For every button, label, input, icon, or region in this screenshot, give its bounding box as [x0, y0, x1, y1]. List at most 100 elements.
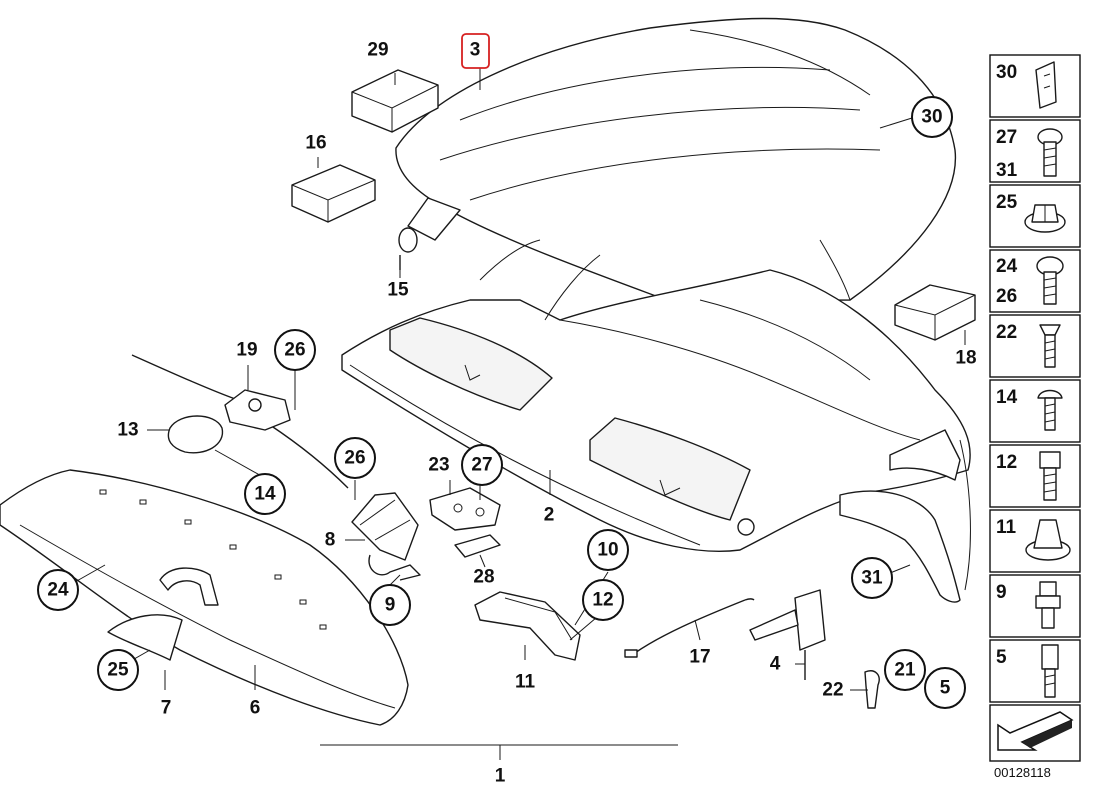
- grommet-part-13: [167, 415, 224, 454]
- callout-21[interactable]: 22: [822, 680, 843, 701]
- svg-text:12: 12: [996, 452, 1017, 473]
- callout-18[interactable]: 18: [955, 348, 976, 369]
- callout-26-upper[interactable]: 26: [274, 329, 316, 371]
- callout-3[interactable]: 3: [470, 40, 481, 61]
- callout-11[interactable]: 10: [587, 529, 629, 571]
- callout-12[interactable]: 12: [582, 579, 624, 621]
- svg-text:30: 30: [996, 62, 1017, 83]
- foam-pad-part-16: [291, 164, 376, 223]
- callout-27[interactable]: 27: [461, 444, 503, 486]
- callout-9[interactable]: 9: [369, 584, 411, 626]
- panel-row-30[interactable]: 30: [989, 54, 1081, 118]
- callout-26-lower[interactable]: 26: [334, 437, 376, 479]
- panel-row-12[interactable]: 12: [989, 444, 1081, 508]
- foam-pad-part-18: [894, 284, 976, 341]
- callout-19[interactable]: 19: [236, 340, 257, 361]
- callout-31[interactable]: 31: [851, 557, 893, 599]
- svg-text:11: 11: [996, 517, 1017, 538]
- countersunk-screw-icon: [1039, 324, 1061, 368]
- cover-cap-part-7: [107, 614, 183, 661]
- callout-17[interactable]: 17: [689, 647, 710, 668]
- panel-row-14[interactable]: 14: [989, 379, 1081, 443]
- svg-text:14: 14: [254, 484, 276, 505]
- panel-row-27-31[interactable]: 27 31: [989, 119, 1081, 183]
- latch-plate-part-23: [429, 487, 501, 531]
- svg-text:9: 9: [996, 582, 1007, 603]
- svg-text:27: 27: [471, 455, 492, 476]
- rubber-buffer-icon: [1025, 519, 1071, 561]
- panel-row-25[interactable]: 25: [989, 184, 1081, 248]
- callout-30[interactable]: 30: [911, 96, 953, 138]
- latch-hook-part-8: [351, 492, 421, 581]
- svg-text:5: 5: [940, 678, 951, 699]
- callout-5[interactable]: 5: [924, 667, 966, 709]
- callout-labels: 3 29 16 15 18 19 13 23 8 2 28 11 17 4 22…: [37, 33, 977, 787]
- hex-bolt-icon: [1041, 644, 1059, 698]
- svg-text:5: 5: [996, 647, 1007, 668]
- hinge-bracket-part-10: [474, 591, 581, 661]
- callout-2[interactable]: 2: [544, 505, 555, 526]
- bracket-part-28: [454, 534, 501, 558]
- callout-22[interactable]: 21: [884, 649, 926, 691]
- callout-1[interactable]: 1: [495, 766, 506, 787]
- callout-7[interactable]: 7: [161, 698, 172, 719]
- foam-pad-part-29: [351, 69, 439, 133]
- svg-text:30: 30: [921, 107, 942, 128]
- panel-row-24-26[interactable]: 24 26: [989, 249, 1081, 313]
- pan-head-screw-icon: [1037, 389, 1063, 431]
- roof-shell-part-3: [395, 17, 957, 306]
- socket-head-bolt-icon: [1039, 451, 1061, 501]
- svg-text:25: 25: [107, 660, 129, 681]
- svg-text:22: 22: [996, 322, 1017, 343]
- svg-text:10: 10: [597, 540, 618, 561]
- side-trim-part: [839, 429, 971, 603]
- callout-14[interactable]: 14: [244, 473, 286, 515]
- clip-icon: [1035, 61, 1057, 109]
- panel-row-5[interactable]: 5: [989, 639, 1081, 703]
- hinge-pin-part-15: [398, 197, 461, 270]
- svg-text:24: 24: [996, 256, 1018, 277]
- rear-cover-part-6: [0, 469, 409, 726]
- panel-row-11[interactable]: 11: [989, 509, 1081, 573]
- callout-29[interactable]: 29: [367, 40, 388, 61]
- release-cable-part-17: [624, 598, 755, 658]
- svg-text:24: 24: [47, 580, 69, 601]
- callout-3-highlight-box: [461, 33, 490, 69]
- svg-text:27: 27: [996, 127, 1017, 148]
- oval-head-screw-icon: [1036, 256, 1064, 305]
- svg-text:26: 26: [284, 340, 305, 361]
- fastener-panel: 30 27 31 25: [989, 54, 1081, 762]
- panel-row-22[interactable]: 22: [989, 314, 1081, 378]
- svg-text:26: 26: [996, 286, 1017, 307]
- callout-16[interactable]: 16: [305, 133, 326, 154]
- svg-text:12: 12: [592, 590, 613, 611]
- callout-4[interactable]: 4: [770, 654, 781, 675]
- callout-6[interactable]: 6: [250, 698, 261, 719]
- svg-text:9: 9: [385, 595, 396, 616]
- actuator-bracket-part-4: [749, 589, 826, 680]
- svg-text:31: 31: [861, 568, 883, 589]
- svg-text:31: 31: [996, 160, 1018, 181]
- expanding-nut-icon: [1024, 204, 1066, 233]
- panel-row-arrow[interactable]: [989, 704, 1081, 762]
- direction-arrow-icon: [997, 711, 1074, 751]
- callout-10[interactable]: 11: [515, 672, 536, 693]
- panel-row-9[interactable]: 9: [989, 574, 1081, 638]
- svg-text:25: 25: [996, 192, 1018, 213]
- svg-text:21: 21: [894, 660, 916, 681]
- callout-23[interactable]: 23: [428, 455, 449, 476]
- svg-text:26: 26: [344, 448, 365, 469]
- stepped-pin-icon: [1035, 581, 1061, 629]
- svg-text:14: 14: [996, 387, 1018, 408]
- cable-bracket-part-19: [131, 354, 349, 489]
- callout-15[interactable]: 15: [387, 280, 409, 301]
- callout-25[interactable]: 25: [97, 649, 139, 691]
- callout-24[interactable]: 24: [37, 569, 79, 611]
- callout-8[interactable]: 8: [325, 530, 336, 551]
- callout-13[interactable]: 13: [117, 420, 138, 441]
- roof-frame-part-2: [341, 239, 971, 552]
- callout-28[interactable]: 28: [473, 567, 494, 588]
- diagram-code: 00128118: [994, 765, 1051, 780]
- spring-clip-part-21: [864, 670, 880, 709]
